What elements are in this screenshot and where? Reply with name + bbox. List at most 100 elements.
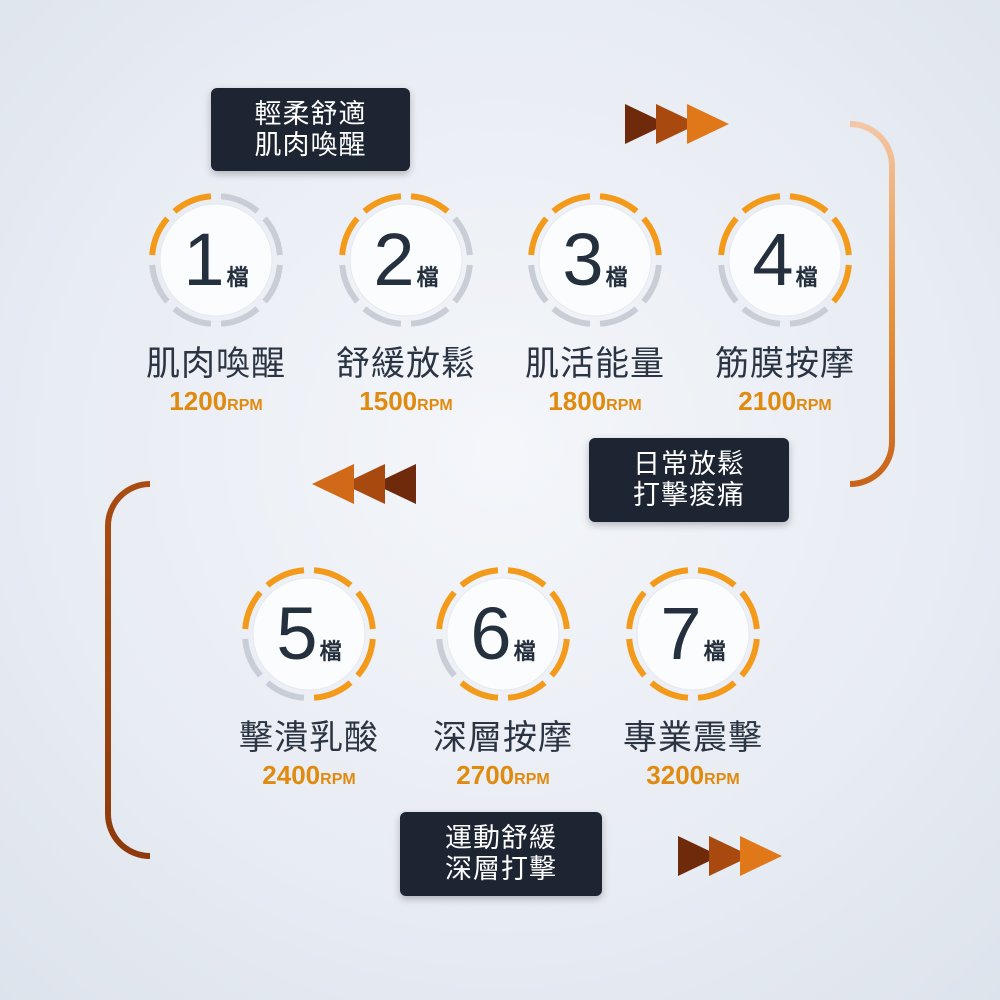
dial-face xyxy=(538,203,652,317)
level-rpm: 1500RPM xyxy=(359,386,453,416)
dial-segment xyxy=(741,306,781,327)
dial-segment xyxy=(697,567,737,588)
dial-face xyxy=(349,203,463,317)
dial-face xyxy=(252,577,366,691)
arrow-right-icon xyxy=(625,104,729,144)
dial-face xyxy=(159,203,273,317)
tag-top: 輕柔舒適 肌肉喚醒 xyxy=(211,88,410,171)
dial-segment xyxy=(549,590,570,630)
level-unit: 檔 xyxy=(319,640,342,665)
dial-segment xyxy=(362,306,402,327)
dial-segment xyxy=(741,193,781,214)
level-number: 5 xyxy=(276,592,318,675)
dial-segment xyxy=(789,193,829,214)
dial-segment xyxy=(459,680,499,701)
level-name: 舒緩放鬆 xyxy=(336,344,476,384)
dial-segment xyxy=(220,306,260,327)
level-name: 肌活能量 xyxy=(525,344,665,384)
level-rpm: 3200RPM xyxy=(646,760,740,790)
dial-segment xyxy=(697,680,737,701)
tag-middle: 日常放鬆 打擊痠痛 xyxy=(589,438,789,522)
level-unit: 檔 xyxy=(795,266,818,291)
path-right-curve xyxy=(849,121,895,487)
dial-segment xyxy=(641,216,662,256)
dial-segment xyxy=(410,193,450,214)
dial-segment xyxy=(452,264,473,304)
dial-face xyxy=(446,577,560,691)
dial-segment xyxy=(649,680,689,701)
level-unit: 檔 xyxy=(226,266,249,291)
dial-segment xyxy=(220,193,260,214)
dial-segment xyxy=(262,264,283,304)
dial-segment xyxy=(551,306,591,327)
dial-segment xyxy=(599,193,639,214)
dial-face xyxy=(728,203,842,317)
dial-segment xyxy=(626,590,647,630)
level-name: 肌肉喚醒 xyxy=(146,344,286,384)
tag-bottom: 運動舒緩 深層打擊 xyxy=(400,812,602,896)
dial-segment xyxy=(339,264,360,304)
dial-segment xyxy=(265,567,305,588)
path-left-curve xyxy=(105,481,151,859)
level-rpm: 1800RPM xyxy=(548,386,642,416)
arrow-right-icon xyxy=(678,836,782,876)
dial-segment xyxy=(459,567,499,588)
dial-segment xyxy=(172,193,212,214)
dial-segment xyxy=(551,193,591,214)
dial-segment xyxy=(313,567,353,588)
dial-segment xyxy=(789,306,829,327)
dial-segment xyxy=(718,216,739,256)
dial-segment xyxy=(831,216,852,256)
level-rpm: 2100RPM xyxy=(738,386,832,416)
dial-segment xyxy=(355,638,376,678)
dial-segment xyxy=(641,264,662,304)
dial-segment xyxy=(626,638,647,678)
dial-segment xyxy=(242,638,263,678)
dial-segment xyxy=(149,264,170,304)
dial-segment xyxy=(528,216,549,256)
dial-segment xyxy=(262,216,283,256)
dial-segment xyxy=(507,680,547,701)
level-number: 6 xyxy=(470,592,512,675)
dial-segment xyxy=(362,193,402,214)
tag-top-line1: 輕柔舒適 xyxy=(254,98,367,130)
dial-segment xyxy=(242,590,263,630)
dial-segment xyxy=(436,590,457,630)
dial-segment xyxy=(452,216,473,256)
dial-segment xyxy=(649,567,689,588)
level-name: 專業震擊 xyxy=(623,718,763,758)
dial-segment xyxy=(436,638,457,678)
dial-segment xyxy=(739,638,760,678)
level-name: 深層按摩 xyxy=(433,718,573,758)
dial-segment xyxy=(149,216,170,256)
level-number: 7 xyxy=(660,592,702,675)
dial-segment xyxy=(313,680,353,701)
level-unit: 檔 xyxy=(513,640,536,665)
level-rpm: 2700RPM xyxy=(456,760,550,790)
dial-segment xyxy=(549,638,570,678)
level-unit: 檔 xyxy=(605,266,628,291)
level-number: 2 xyxy=(373,218,415,301)
dial-segment xyxy=(410,306,450,327)
dial-segment xyxy=(718,264,739,304)
level-name: 筋膜按摩 xyxy=(715,344,855,384)
dial-segment xyxy=(599,306,639,327)
dial-segment xyxy=(339,216,360,256)
arrow-left-icon xyxy=(312,464,416,504)
tag-top-line2: 肌肉喚醒 xyxy=(254,129,367,161)
level-number: 4 xyxy=(752,218,794,301)
dial-segment xyxy=(528,264,549,304)
tag-bottom-line1: 運動舒緩 xyxy=(445,823,557,854)
